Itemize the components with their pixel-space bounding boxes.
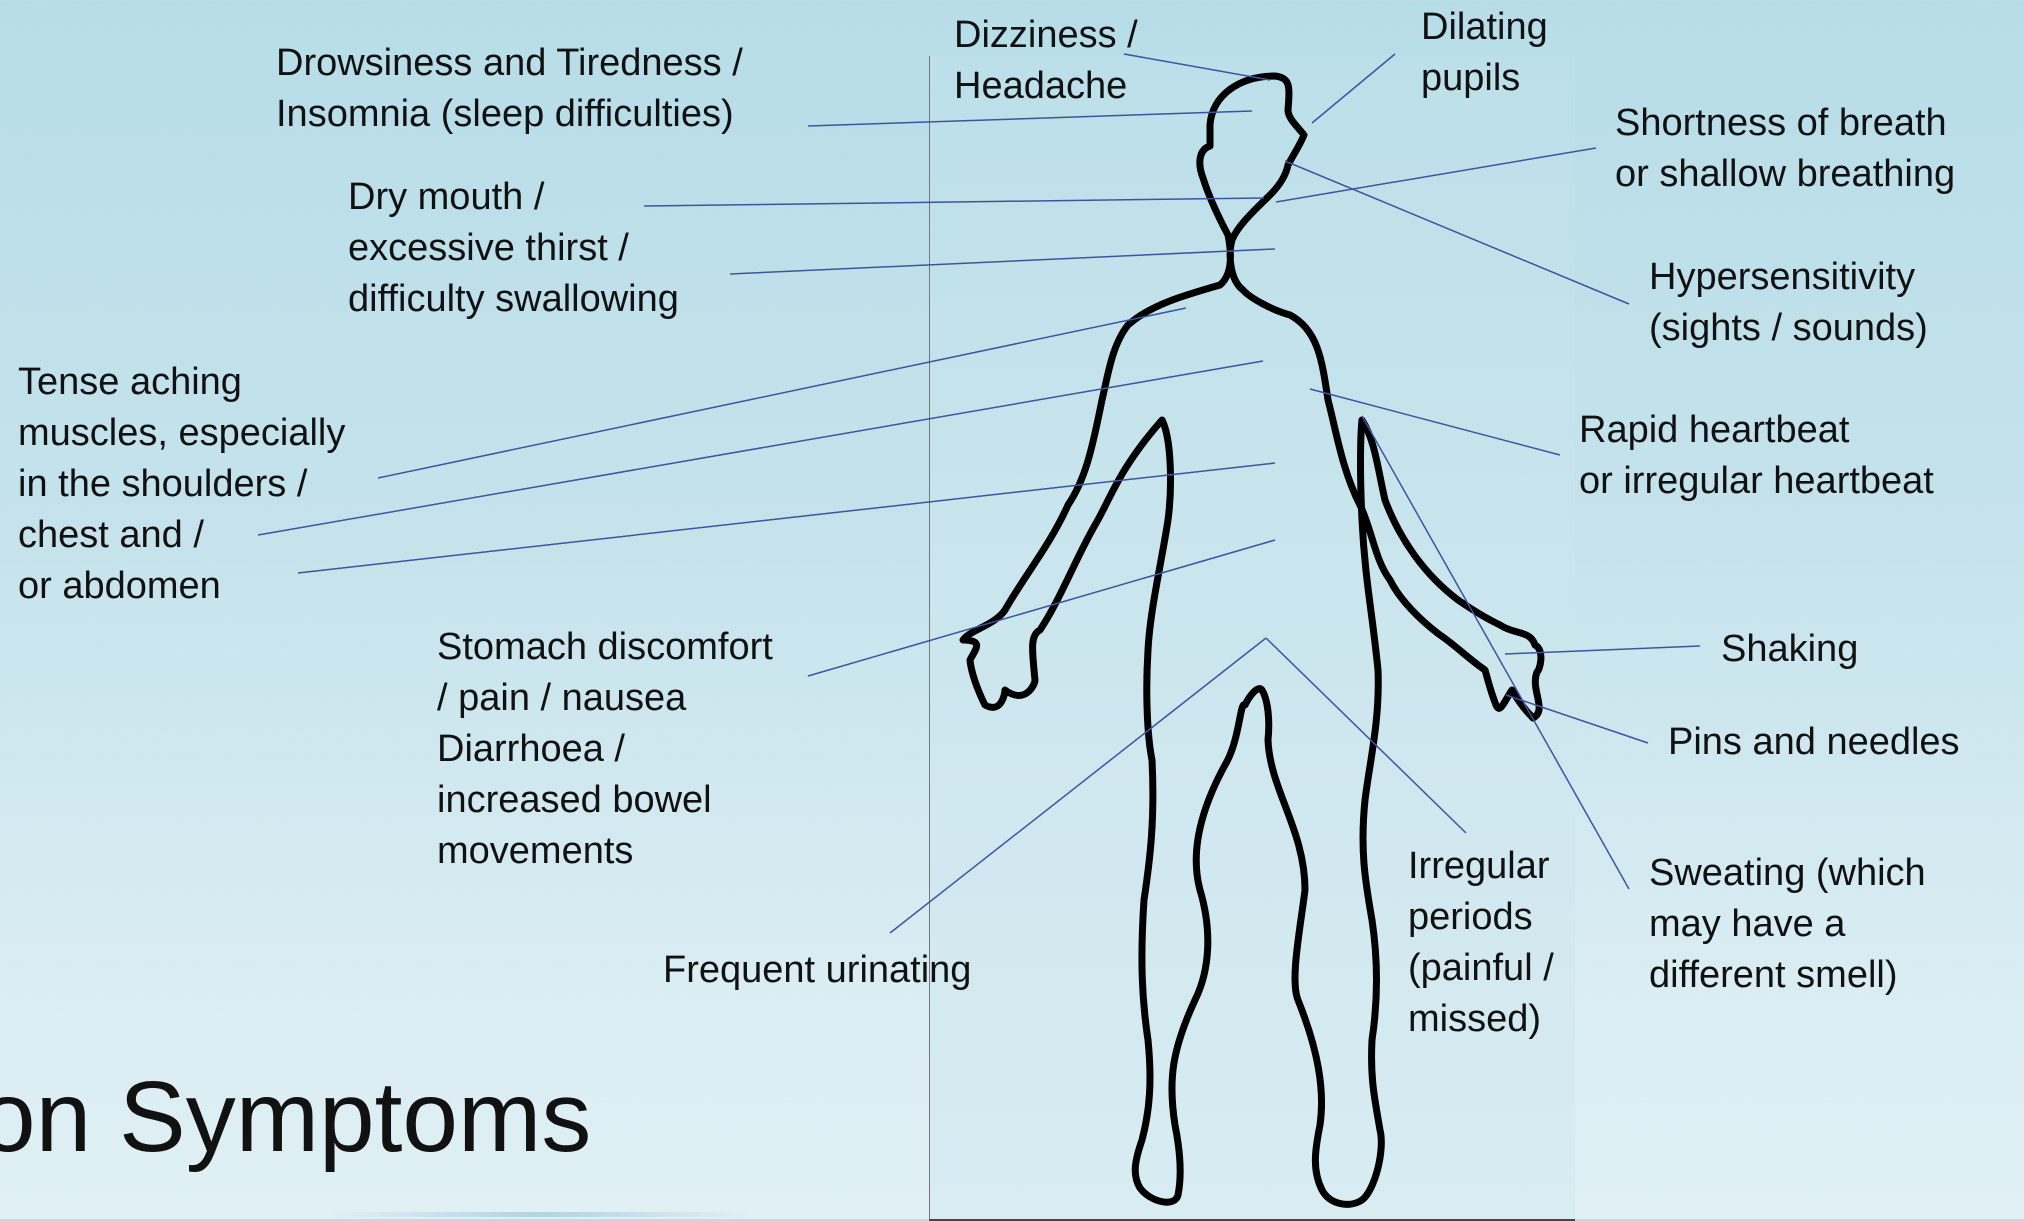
leader-line-dizziness	[1124, 54, 1270, 80]
leader-line-stomach	[808, 540, 1275, 676]
label-dizziness: Dizziness / Headache	[954, 10, 1138, 112]
leader-line-urinating	[890, 638, 1266, 933]
leader-line-dilating	[1312, 54, 1395, 123]
leader-line-pins	[1506, 695, 1648, 743]
label-dry-mouth: Dry mouth / excessive thirst / difficult…	[348, 172, 679, 325]
label-tense-muscles: Tense aching muscles, especially in the …	[18, 357, 345, 612]
leader-line-hypersensitivity	[1285, 161, 1629, 304]
label-pins-needles: Pins and needles	[1668, 717, 1960, 768]
label-heartbeat: Rapid heartbeat or irregular heartbeat	[1579, 405, 1934, 507]
label-dilating: Dilating pupils	[1421, 2, 1548, 104]
label-urinating: Frequent urinating	[663, 945, 971, 996]
slide-title: on Symptoms	[0, 1058, 591, 1176]
leader-line-tense-1	[378, 308, 1186, 478]
leader-line-dry-mouth-2	[730, 249, 1275, 274]
decorative-wave	[330, 1212, 750, 1217]
leader-line-breath	[1276, 148, 1596, 202]
label-periods: Irregular periods (painful / missed)	[1408, 841, 1554, 1045]
leader-line-tense-3	[298, 463, 1275, 573]
label-drowsiness: Drowsiness and Tiredness / Insomnia (sle…	[276, 38, 743, 140]
label-sweating: Sweating (which may have a different sme…	[1649, 848, 1926, 1001]
label-shaking: Shaking	[1721, 624, 1858, 675]
label-hypersensitivity: Hypersensitivity (sights / sounds)	[1649, 252, 1928, 354]
leader-line-drowsiness	[808, 111, 1252, 126]
leader-line-tense-2	[258, 361, 1263, 535]
label-stomach: Stomach discomfort / pain / nausea Diarr…	[437, 622, 773, 877]
leader-line-dry-mouth-1	[644, 198, 1264, 206]
label-breath: Shortness of breath or shallow breathing	[1615, 98, 1955, 200]
leader-line-heartbeat	[1310, 389, 1560, 455]
